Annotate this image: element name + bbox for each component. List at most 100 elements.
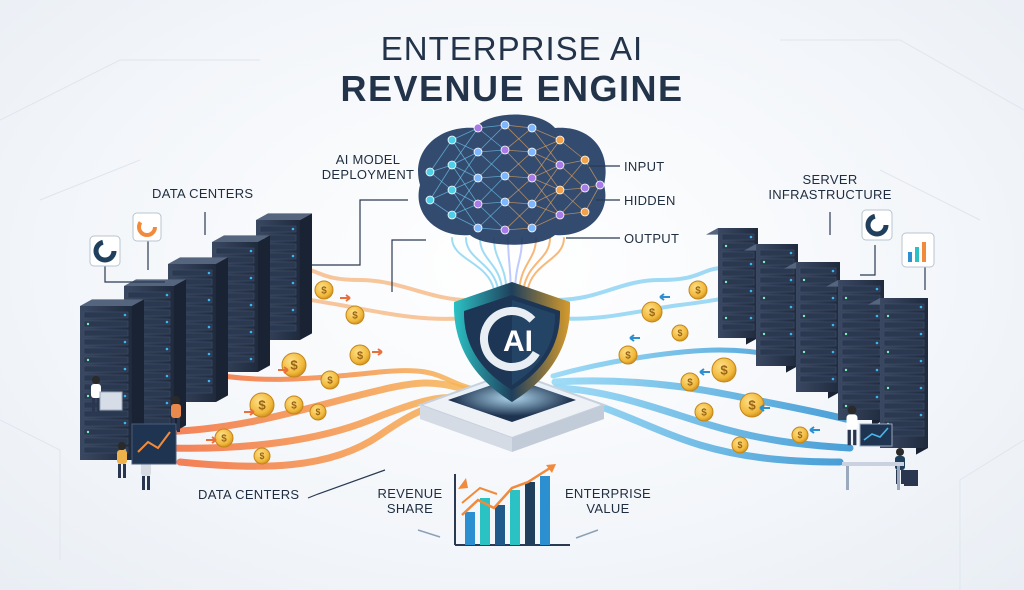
svg-text:$: $	[625, 350, 631, 361]
label-server-infrastructure: SERVER INFRASTRUCTURE	[760, 172, 900, 202]
server-infrastructure-racks-right	[706, 228, 928, 455]
data-wire	[465, 237, 500, 291]
dollar-coin-icon: $	[680, 372, 700, 392]
office-chair	[904, 470, 918, 486]
svg-text:$: $	[291, 400, 297, 411]
dollar-coin-icon: $	[688, 280, 708, 300]
label-server-line2: INFRASTRUCTURE	[768, 187, 892, 202]
svg-text:$: $	[221, 433, 227, 444]
orange-flow-stream	[288, 296, 470, 321]
pie-chart-icon	[132, 212, 162, 242]
person-icon	[846, 405, 858, 446]
dollar-coin-icon: $	[618, 345, 638, 365]
svg-text:$: $	[678, 328, 683, 338]
svg-text:$: $	[701, 407, 707, 418]
flow-arrow-icon	[809, 426, 820, 434]
label-data-centers-top: DATA CENTERS	[152, 186, 254, 201]
flow-arrow-icon	[759, 404, 770, 412]
svg-text:$: $	[327, 375, 333, 386]
background-circuit-lines	[0, 39, 1024, 590]
svg-text:$: $	[687, 377, 693, 388]
label-pointer-lines	[104, 165, 926, 499]
data-wire	[526, 237, 565, 291]
title-line-2: REVENUE ENGINE	[340, 68, 684, 109]
data-wire	[507, 237, 512, 291]
label-output: OUTPUT	[624, 231, 680, 246]
shield-ai-text: AI	[503, 325, 533, 358]
dollar-coin-icon: $	[349, 344, 371, 366]
svg-text:$: $	[290, 358, 298, 373]
person-icon	[91, 376, 101, 412]
flow-arrow-icon	[629, 334, 640, 342]
server-rack-icon	[744, 244, 798, 373]
label-server-line1: SERVER	[802, 172, 858, 187]
flow-arrow-icon	[699, 368, 710, 376]
server-rack-icon	[706, 228, 758, 345]
label-enterprise-line2: VALUE	[586, 501, 630, 516]
people-group	[91, 376, 918, 490]
svg-text:$: $	[748, 398, 756, 413]
label-revenue-share: REVENUE SHARE	[368, 486, 452, 516]
dollar-coin-icon: $	[711, 357, 737, 383]
dollar-coins: $ $ $ $ $ $ $ $ $ $ $ $ $ $ $ $ $ $ $ $	[206, 280, 820, 465]
dollar-coin-icon: $	[309, 403, 327, 421]
dollar-coin-icon: $	[253, 447, 271, 465]
svg-text:$: $	[352, 310, 358, 321]
presentation-board	[131, 423, 177, 465]
data-wire	[479, 237, 504, 291]
svg-text:$: $	[321, 285, 327, 296]
tablet-icon	[99, 391, 123, 411]
svg-text:$: $	[798, 430, 803, 440]
svg-text:$: $	[260, 451, 265, 461]
svg-text:$: $	[720, 363, 728, 378]
dollar-coin-icon: $	[641, 301, 663, 323]
dashboard-mini-icons	[89, 209, 935, 268]
dollar-coin-icon: $	[214, 428, 234, 448]
shield-ai-icon: AI	[453, 282, 571, 402]
label-enterprise-line1: ENTERPRISE	[564, 486, 652, 501]
data-wire	[451, 237, 495, 291]
orange-flow-stream	[156, 379, 472, 436]
label-ai-model-deployment: AI MODEL DEPLOYMENT	[318, 152, 418, 182]
bar-chart-icon	[417, 464, 599, 546]
dollar-coin-icon: $	[345, 305, 365, 325]
orange-flow-stream	[298, 266, 470, 302]
server-rack-icon	[168, 257, 228, 402]
svg-text:$: $	[357, 350, 363, 362]
data-wire	[522, 237, 551, 291]
svg-text:$: $	[258, 398, 266, 413]
pie-chart-icon	[89, 235, 121, 267]
person-icon	[117, 442, 127, 478]
dollar-coin-icon: $	[694, 402, 714, 422]
label-enterprise-value: ENTERPRISE VALUE	[558, 486, 658, 516]
flow-arrow-icon	[244, 408, 255, 416]
blue-flow-stream	[554, 296, 732, 321]
flow-arrow-icon	[659, 293, 670, 301]
dollar-coin-icon: $	[671, 324, 689, 342]
label-hidden: HIDDEN	[624, 193, 676, 208]
bar-chart-icon	[901, 232, 935, 268]
svg-text:$: $	[738, 440, 743, 450]
dollar-coin-icon: $	[314, 280, 334, 300]
label-input: INPUT	[624, 159, 665, 174]
label-ai-model-line1: AI MODEL	[335, 152, 401, 167]
svg-text:$: $	[316, 407, 321, 417]
label-revenue-line1: REVENUE	[377, 486, 443, 501]
label-ai-model-line2: DEPLOYMENT	[321, 167, 415, 182]
flow-arrow-icon	[278, 366, 289, 374]
server-rack-icon	[784, 262, 840, 399]
dollar-coin-icon: $	[249, 392, 275, 418]
neural-network-icon	[418, 114, 606, 245]
dollar-coin-icon: $	[284, 395, 304, 415]
desk	[842, 462, 904, 466]
dollar-coin-icon: $	[739, 392, 765, 418]
flow-arrow-icon	[206, 436, 217, 444]
blue-flow-stream	[554, 266, 722, 302]
label-revenue-line2: SHARE	[386, 501, 434, 516]
data-wire	[518, 237, 537, 291]
title-line-1: ENTERPRISE AI	[380, 30, 644, 67]
flow-arrow-icon	[372, 348, 383, 356]
label-data-centers-bottom: DATA CENTERS	[198, 487, 300, 502]
blue-flow-stream	[551, 377, 854, 424]
